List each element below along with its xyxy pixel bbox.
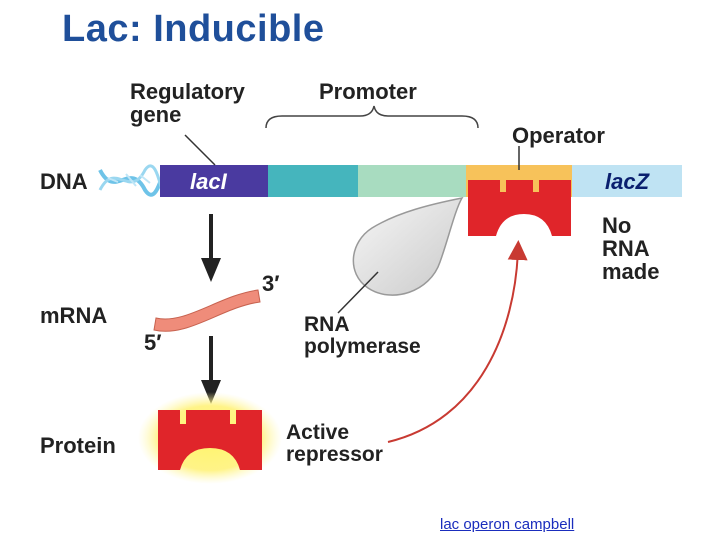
lacz-segment [572,165,682,197]
regulatory-gene-pointer [184,134,216,166]
promoter-teal-segment [268,165,358,197]
laci-gene-segment [160,165,268,197]
three-prime-label: 3′ [262,271,280,296]
dna-label: DNA [40,169,88,194]
no-rna-made-label: No RNA made [602,213,660,285]
promoter-bracket [265,105,479,129]
mrna-strand [153,289,261,332]
mrna-label: mRNA [40,303,108,328]
operator-label: Operator [512,123,605,148]
source-link[interactable]: lac operon campbell [440,516,575,533]
promoter-green-segment [358,165,466,197]
active-repressor-label: Active repressor [286,421,383,467]
promoter-label: Promoter [319,79,417,104]
repressor-binding-arrow [387,240,528,443]
page-title: Lac: Inducible [62,8,325,50]
regulatory-gene-label: Regulatory gene [130,79,245,128]
lacz-label: lacZ [605,169,650,194]
translation-arrow [201,336,221,404]
laci-label: lacI [190,169,227,194]
active-repressor-protein [158,410,262,470]
rna-polymerase-pointer [337,271,379,314]
dna-helix-icon [98,164,164,197]
rna-polymerase-label: RNA polymerase [304,313,421,359]
transcription-arrow [201,214,221,282]
rna-polymerase-shape [352,196,464,296]
five-prime-label: 5′ [144,330,162,355]
bound-repressor [468,180,571,236]
protein-label: Protein [40,433,116,458]
